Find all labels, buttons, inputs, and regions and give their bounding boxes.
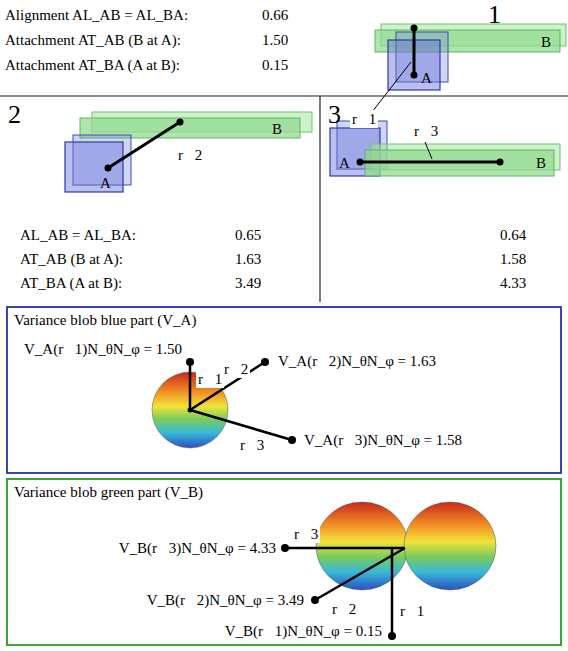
figure-label: V_A(r⃗3)N_θN_φ = 1.58	[302, 431, 464, 449]
figure-label: 1.63	[235, 250, 261, 268]
panel-2-figure	[65, 112, 312, 192]
figure-label: 0.15	[262, 56, 288, 74]
figure-label: A	[339, 154, 350, 172]
figure-label: 0.65	[235, 226, 261, 244]
figure-label: 3.49	[235, 274, 261, 292]
framed-panel: Variance blob green part (V_B)	[6, 478, 562, 646]
figure-label: r⃗3	[292, 525, 320, 543]
figure-label: 1.58	[500, 250, 526, 268]
figure-label: AL_AB = AL_BA:	[20, 226, 136, 244]
figure-label: Attachment AT_AB (B at A):	[5, 31, 181, 49]
figure-label: V_B(r⃗2)N_θN_φ = 3.49	[145, 591, 306, 609]
figure-label: Attachment AT_BA (A at B):	[5, 56, 180, 74]
figure-label: r⃗2	[176, 146, 204, 164]
figure-label: AT_AB (B at A):	[20, 250, 123, 268]
figure-label: AT_BA (A at B):	[20, 274, 122, 292]
figure-label: r⃗1	[350, 110, 378, 128]
panel-divider	[0, 95, 568, 96]
figure-label: 0.66	[262, 6, 288, 24]
figure-label: r⃗3	[238, 436, 266, 454]
figure-label: V_A(r⃗2)N_θN_φ = 1.63	[276, 352, 438, 370]
panel-number: 2	[8, 100, 21, 129]
figure-label: r⃗1	[196, 370, 224, 388]
figure-label: r⃗2	[330, 600, 358, 618]
panel-divider	[319, 96, 320, 302]
figure-label: V_A(r⃗1)N_θN_φ = 1.50	[22, 340, 184, 358]
panel-heading: Variance blob blue part (V_A)	[8, 308, 202, 332]
figure-label: A	[100, 174, 111, 192]
figure-label: V_B(r⃗3)N_θN_φ = 4.33	[117, 539, 278, 557]
figure-label: r⃗1	[398, 602, 426, 620]
figure-label: 1.50	[262, 31, 288, 49]
panel-number: 1	[488, 0, 501, 29]
panel-heading: Variance blob green part (V_B)	[8, 480, 209, 504]
variance-blob-b	[281, 502, 496, 640]
figure-label: Alignment AL_AB = AL_BA:	[5, 6, 188, 24]
figure-label: r⃗2	[222, 360, 250, 378]
framed-panel: Variance blob blue part (V_A)	[6, 306, 562, 474]
figure-label: B	[541, 33, 551, 51]
variance-blob-a	[152, 358, 296, 448]
figure-label: B	[536, 154, 546, 172]
figure-label: B	[272, 120, 282, 138]
figure-label: r⃗3	[412, 122, 440, 140]
figure-label: 0.64	[500, 226, 526, 244]
figure-label: V_B(r⃗1)N_θN_φ = 0.15	[223, 622, 384, 640]
figure-label: A	[421, 69, 432, 87]
panel-3-figure	[330, 121, 560, 176]
panel-1-figure	[372, 24, 566, 112]
figure-label: 4.33	[500, 274, 526, 292]
panel-number: 3	[328, 100, 341, 129]
